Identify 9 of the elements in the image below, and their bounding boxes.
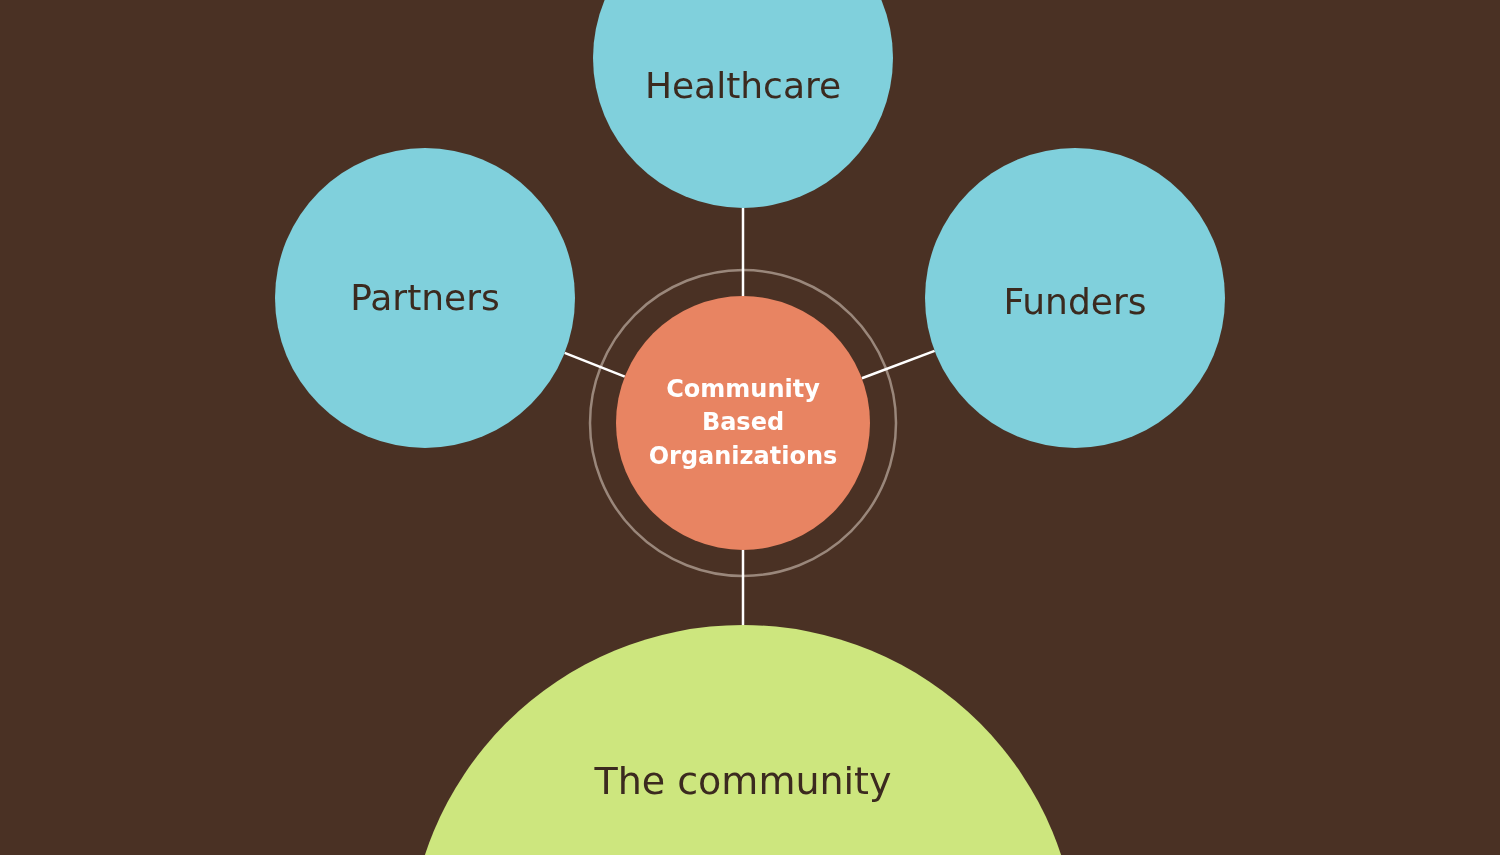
node-label: Partners [349, 275, 501, 320]
connector-line [741, 208, 745, 296]
center-label: Community Based Organizations [648, 373, 838, 472]
node-label: The community [593, 758, 893, 806]
connector-line [564, 351, 626, 378]
node-label: Funders [1002, 279, 1148, 324]
connector-line [741, 550, 745, 625]
connector-line [861, 349, 936, 380]
node-label: Healthcare [643, 63, 843, 108]
